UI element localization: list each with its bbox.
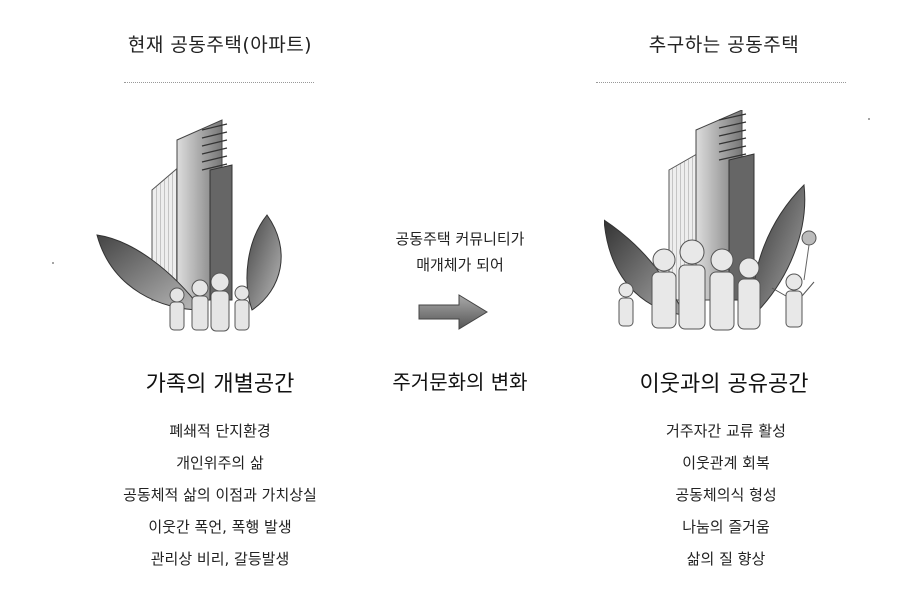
building-leaves-family-icon [96, 119, 282, 332]
housing-culture-change-title: 주거문화의 변화 [392, 370, 528, 394]
list-item: 공동체적 삶의 이점과 가치상실 [123, 486, 317, 504]
desired-housing-section-title: 이웃과의 공유공간 [639, 372, 809, 397]
list-item: 삶의 질 향상 [686, 550, 766, 568]
building-leaves-community-icon [604, 110, 817, 331]
list-item: 관리상 비리, 갈등발생 [150, 550, 290, 568]
title-divider [124, 82, 314, 83]
current-housing-section-title: 가족의 개별공간 [145, 372, 295, 397]
transition-caption-line1: 공동주택 커뮤니티가 [395, 230, 525, 248]
list-item: 거주자간 교류 활성 [666, 422, 786, 440]
right-arrow-icon [418, 294, 488, 330]
desired-housing-title: 추구하는 공동주택 [648, 34, 800, 56]
current-housing-problems-list: 폐쇄적 단지환경 개인위주의 삶 공동체적 삶의 이점과 가치상실 이웃간 폭언… [40, 420, 400, 580]
list-item: 이웃간 폭언, 폭행 발생 [148, 518, 292, 536]
title-divider [596, 82, 846, 83]
list-item: 이웃관계 회복 [682, 454, 770, 472]
list-item: 공동체의식 형성 [675, 486, 777, 504]
current-housing-title: 현재 공동주택(아파트) [127, 34, 313, 56]
desired-housing-column: 추구하는 공동주택 [560, 0, 919, 602]
list-item: 개인위주의 삶 [176, 454, 264, 472]
list-item: 폐쇄적 단지환경 [169, 422, 271, 440]
scan-speck [52, 262, 54, 264]
transition-caption-line2: 매개체가 되어 [416, 256, 504, 274]
transition-column: 공동주택 커뮤니티가 매개체가 되어 주거문화의 변화 [360, 0, 560, 602]
scan-speck [868, 118, 870, 120]
desired-housing-benefits-list: 거주자간 교류 활성 이웃관계 회복 공동체의식 형성 나눔의 즐거움 삶의 질… [546, 420, 906, 580]
current-housing-column: 현재 공동주택(아파트) [40, 0, 400, 602]
list-item: 나눔의 즐거움 [682, 518, 770, 536]
